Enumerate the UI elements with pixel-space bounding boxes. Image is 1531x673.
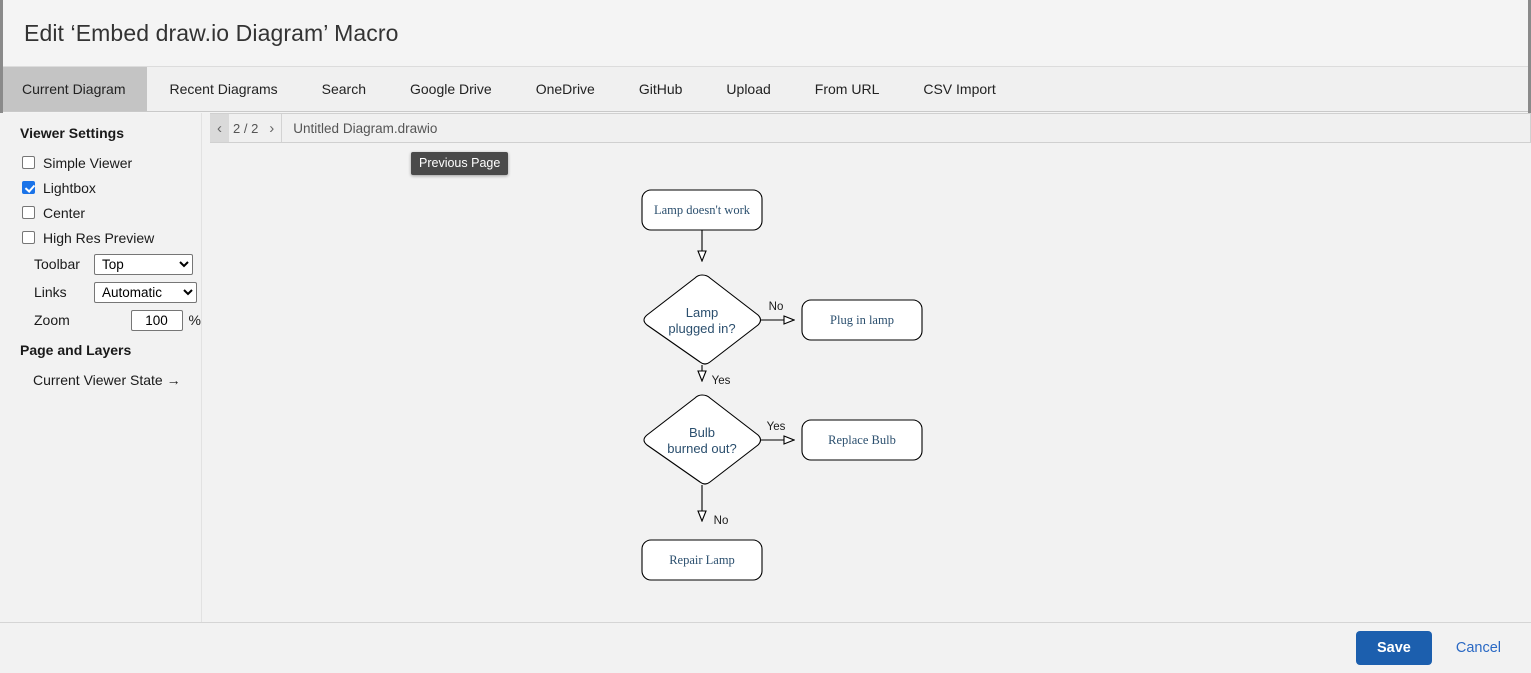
tab-google-drive[interactable]: Google Drive — [410, 81, 492, 97]
node-label-replace-bulb: Replace Bulb — [828, 433, 896, 447]
edge-label-yes-2: Yes — [767, 421, 786, 433]
page-title: Edit ‘Embed draw.io Diagram’ Macro — [24, 19, 399, 46]
node-bulb-burned-out[interactable]: Bulb burned out? — [643, 394, 762, 485]
node-label-plug-in-lamp: Plug in lamp — [830, 313, 894, 327]
node-plug-in-lamp[interactable]: Plug in lamp — [801, 299, 923, 341]
diagram-preview-panel: ‹ 2 / 2 › Untitled Diagram.drawio Previo… — [202, 113, 1531, 622]
node-repair-lamp[interactable]: Repair Lamp — [641, 539, 763, 581]
zoom-setting-row: Zoom % — [0, 306, 201, 334]
lightbox-label: Lightbox — [43, 179, 96, 196]
viewer-settings-sidebar: Viewer Settings Simple Viewer Lightbox C… — [0, 113, 202, 622]
center-checkbox[interactable] — [22, 206, 35, 219]
chevron-left-icon[interactable]: ‹ — [210, 114, 229, 142]
toolbar-position-select[interactable]: Top Bottom None — [94, 253, 193, 275]
tab-recent-diagrams[interactable]: Recent Diagrams — [169, 81, 278, 97]
toolbar-separator — [281, 114, 283, 142]
save-button[interactable]: Save — [1355, 631, 1432, 665]
page-counter: 2 / 2 — [233, 120, 259, 136]
edge-label-yes-1: Yes — [712, 375, 731, 387]
edge-bulb-burned-out-to-replace-bulb: Yes — [759, 421, 793, 440]
dialog-title-bar: Edit ‘Embed draw.io Diagram’ Macro — [0, 0, 1531, 67]
center-label: Center — [43, 204, 86, 221]
tab-search[interactable]: Search — [321, 81, 366, 97]
tab-upload[interactable]: Upload — [726, 81, 771, 97]
tab-onedrive[interactable]: OneDrive — [535, 81, 595, 97]
viewer-settings-heading: Viewer Settings — [20, 125, 125, 141]
checkbox-row-center[interactable]: Center — [0, 200, 201, 225]
node-lamp-doesnt-work[interactable]: Lamp doesn't work — [641, 189, 763, 231]
edge-lamp-plugged-in-to-plug-in-lamp: No — [759, 301, 793, 320]
dialog-footer: Save Cancel — [0, 622, 1531, 673]
toolbar-setting-label: Toolbar — [34, 256, 80, 272]
tab-from-url[interactable]: From URL — [814, 81, 880, 97]
links-behaviour-select[interactable]: Automatic New Window Same Window — [94, 281, 197, 303]
node-label-bulb-burned-out-line1: Bulb — [689, 425, 715, 440]
zoom-input[interactable] — [130, 309, 183, 331]
links-setting-row: Links Automatic New Window Same Window — [0, 278, 201, 306]
checkbox-row-high-res-preview[interactable]: High Res Preview — [0, 225, 201, 250]
previous-page-tooltip: Previous Page — [411, 152, 509, 175]
node-label-lamp-plugged-in-line2: plugged in? — [668, 321, 735, 336]
current-viewer-state-link[interactable]: Current Viewer State → — [33, 372, 181, 388]
tab-current-diagram[interactable]: Current Diagram — [0, 67, 148, 111]
node-label-lamp-doesnt-work: Lamp doesn't work — [654, 203, 751, 217]
edge-bulb-burned-out-to-repair-lamp: No — [702, 485, 728, 527]
flowchart-svg: No Yes Yes No Lamp doesn't work — [641, 189, 923, 581]
tab-csv-import[interactable]: CSV Import — [923, 81, 996, 97]
node-label-repair-lamp: Repair Lamp — [669, 553, 735, 567]
cancel-button[interactable]: Cancel — [1450, 639, 1507, 657]
simple-viewer-label: Simple Viewer — [43, 154, 133, 171]
diagram-canvas[interactable]: No Yes Yes No Lamp doesn't work — [210, 144, 1531, 622]
diagram-filename: Untitled Diagram.drawio — [293, 120, 438, 136]
zoom-percent-label: % — [188, 312, 201, 328]
high-res-preview-checkbox[interactable] — [22, 231, 35, 244]
links-setting-label: Links — [34, 284, 67, 300]
dialog-body: Viewer Settings Simple Viewer Lightbox C… — [0, 113, 1531, 622]
node-lamp-plugged-in[interactable]: Lamp plugged in? — [643, 274, 762, 365]
zoom-setting-label: Zoom — [34, 312, 70, 328]
node-label-bulb-burned-out-line2: burned out? — [667, 441, 736, 456]
toolbar-setting-row: Toolbar Top Bottom None — [0, 250, 201, 278]
diagram-page-toolbar: ‹ 2 / 2 › Untitled Diagram.drawio — [210, 113, 1531, 143]
edge-label-no-2: No — [714, 515, 729, 527]
node-replace-bulb[interactable]: Replace Bulb — [801, 419, 923, 461]
checkbox-row-simple-viewer[interactable]: Simple Viewer — [0, 150, 201, 175]
tab-bar: Current Diagram Recent Diagrams Search G… — [0, 67, 1531, 112]
checkbox-row-lightbox[interactable]: Lightbox — [0, 175, 201, 200]
tab-github[interactable]: GitHub — [638, 81, 683, 97]
high-res-preview-label: High Res Preview — [43, 229, 155, 246]
lightbox-checkbox[interactable] — [22, 181, 35, 194]
chevron-right-icon[interactable]: › — [269, 119, 275, 137]
edge-label-no-1: No — [769, 301, 784, 313]
simple-viewer-checkbox[interactable] — [22, 156, 35, 169]
page-and-layers-heading: Page and Layers — [20, 342, 132, 358]
edge-lamp-plugged-in-to-bulb-burned-out: Yes — [702, 365, 731, 387]
node-label-lamp-plugged-in-line1: Lamp — [686, 305, 719, 320]
